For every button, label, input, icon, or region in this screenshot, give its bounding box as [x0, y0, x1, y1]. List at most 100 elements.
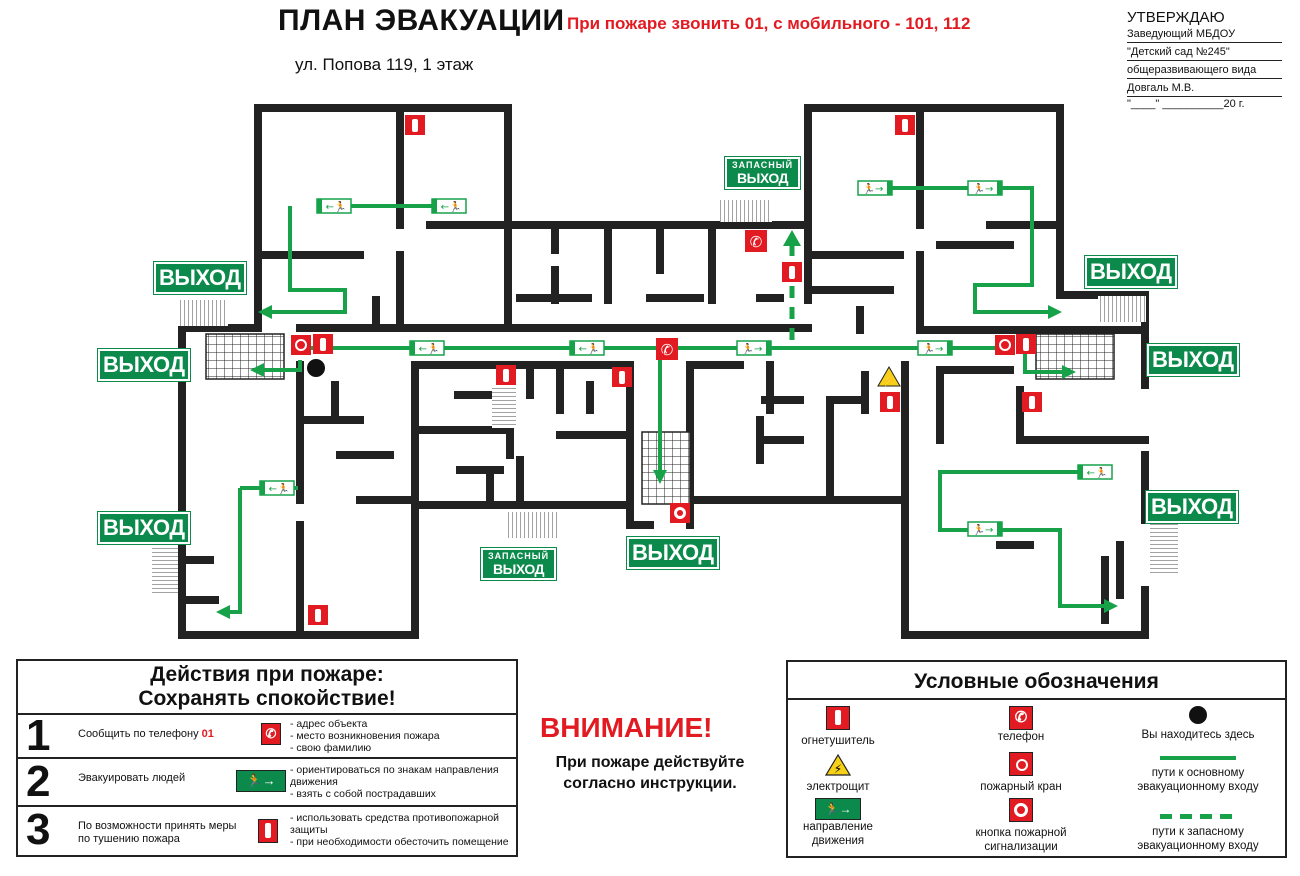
svg-text:←🏃: ←🏃 [1087, 466, 1108, 479]
walls [178, 104, 1149, 639]
direction-sign-icon: 🏃→ [815, 798, 861, 820]
electric-shield-icon: ⚡ [877, 366, 901, 387]
phone-icon: ✆ [656, 338, 678, 360]
stairs-outside-top [720, 200, 772, 222]
svg-text:🏃→: 🏃→ [923, 342, 944, 355]
approval-block: УТВЕРЖДАЮ Заведующий МБДОУ "Детский сад … [1127, 10, 1282, 112]
legend-extinguisher: огнетушитель [788, 706, 888, 748]
spare-exit-top: ЗАПАСНЫЙ [488, 551, 550, 561]
extinguisher-icon [308, 605, 328, 625]
extinguisher-icon [1016, 334, 1036, 354]
svg-text:←🏃: ←🏃 [269, 482, 290, 495]
fire-equipment-signs: ✆ ✆ ⚡ [291, 115, 1042, 625]
stairs-outside-right [1098, 296, 1146, 322]
hydrant-icon [1009, 752, 1033, 776]
svg-text:✆: ✆ [661, 341, 674, 359]
extinguisher-icon [496, 365, 516, 385]
extinguisher-icon [258, 819, 278, 848]
extinguisher-icon [1022, 392, 1042, 412]
address-label: ул. Попова 119, 1 этаж [295, 55, 474, 74]
phone-icon: ✆ [745, 230, 767, 252]
you-are-here-icon [1189, 706, 1207, 724]
hydrant-icon [291, 335, 311, 355]
legend-phone: ✆ телефон [956, 706, 1086, 744]
spare-exit-bottom: ВЫХОД [493, 561, 545, 577]
legend-you-are-here: Вы находитесь здесь [1128, 706, 1268, 742]
direction-sign-icon: ←🏃 [409, 340, 445, 356]
route-arrowheads [216, 230, 1118, 619]
svg-text:←🏃: ←🏃 [419, 342, 440, 355]
svg-text:←🏃: ←🏃 [579, 342, 600, 355]
direction-sign-icon: 🏃→ [967, 180, 1003, 196]
alarm-button-icon [670, 503, 690, 523]
action-number: 2 [26, 757, 51, 806]
fire-actions-panel: Действия при пожаре: Сохранять спокойств… [16, 659, 518, 857]
exit-sign: ВЫХОД [97, 511, 191, 545]
stairs-outside-lower-right [1150, 522, 1178, 574]
exit-sign: ВЫХОД [626, 536, 720, 570]
action-row: 1 Сообщить по телефону 01 ✆ - адрес объе… [18, 711, 516, 760]
exit-sign: ВЫХОД [1145, 490, 1239, 524]
svg-text:🏃→: 🏃→ [742, 342, 763, 355]
svg-text:🏃→: 🏃→ [973, 182, 994, 195]
fire-actions-subtitle: Сохранять спокойствие! [138, 687, 396, 710]
action-number: 1 [26, 711, 51, 760]
stairs-outside-bottom [506, 512, 560, 538]
floor-plan: ✆ ✆ ⚡ ←🏃 ←🏃 ←🏃 ←🏃 🏃→ 🏃→ 🏃→ 🏃→ ←🏃 ←🏃 🏃→ [152, 104, 1178, 639]
action-row: 2 Эвакуировать людей 🏃→ - ориентироватьс… [18, 757, 516, 807]
extinguisher-icon [782, 262, 802, 282]
fire-actions-header: Действия при пожаре: Сохранять спокойств… [18, 661, 516, 715]
legend-title: Условные обозначения [788, 662, 1285, 700]
extinguisher-icon [826, 706, 850, 730]
action-text: Эвакуировать людей [78, 772, 186, 784]
action-text: Сообщить по телефону 01 [78, 728, 214, 740]
approval-line-1: Заведующий МБДОУ [1127, 25, 1282, 43]
exit-sign: ВЫХОД [153, 261, 247, 295]
approval-title: УТВЕРЖДАЮ [1127, 9, 1225, 26]
stairs-inner [492, 388, 516, 428]
spare-exit-sign: ЗАПАСНЫЙ ВЫХОД [479, 547, 558, 581]
electric-shield-icon: ⚡ [824, 753, 852, 776]
exit-sign: ВЫХОД [1084, 255, 1178, 289]
direction-sign-icon: ←🏃 [431, 198, 467, 214]
hydrant-icon [995, 335, 1015, 355]
fire-actions-title: Действия при пожаре: [150, 663, 384, 686]
direction-sign-icon: ←🏃 [259, 480, 295, 496]
main-route-line-icon [1160, 756, 1236, 760]
spare-exit-bottom: ВЫХОД [737, 170, 789, 186]
legend-panel: Условные обозначения огнетушитель ⚡ элек… [786, 660, 1287, 858]
stairs-outside-left [178, 300, 228, 326]
action-number: 3 [26, 805, 51, 854]
svg-text:⚡: ⚡ [882, 374, 896, 387]
stairs-left [205, 333, 285, 380]
phone-icon: ✆ [261, 723, 281, 745]
extinguisher-icon [405, 115, 425, 135]
direction-sign-icon: 🏃→ [967, 521, 1003, 537]
direction-sign-icon: ←🏃 [316, 198, 352, 214]
extinguisher-icon [313, 334, 333, 354]
svg-text:🏃→: 🏃→ [863, 182, 884, 195]
svg-text:⚡: ⚡ [834, 762, 842, 776]
stairs-outside-lower-left [152, 545, 178, 593]
spare-exit-sign: ЗАПАСНЫЙ ВЫХОД [723, 156, 802, 190]
alarm-button-icon [1009, 798, 1033, 822]
spare-exit-top: ЗАПАСНЫЙ [732, 160, 794, 170]
extinguisher-icon [612, 367, 632, 387]
you-are-here-marker [307, 359, 325, 377]
approval-line-3: общеразвивающего вида [1127, 61, 1282, 79]
direction-sign-icon: 🏃→ [236, 770, 286, 792]
approval-date: "____" __________20 г. [1127, 98, 1245, 110]
phone-icon: ✆ [1009, 706, 1033, 730]
legend-hydrant: пожарный кран [956, 752, 1086, 794]
svg-text:←🏃: ←🏃 [441, 200, 462, 213]
direction-sign-icon: ←🏃 [569, 340, 605, 356]
emergency-phone-line: При пожаре звонить 01, с мобильного - 10… [567, 14, 971, 33]
direction-sign-icon: 🏃→ [736, 340, 772, 356]
